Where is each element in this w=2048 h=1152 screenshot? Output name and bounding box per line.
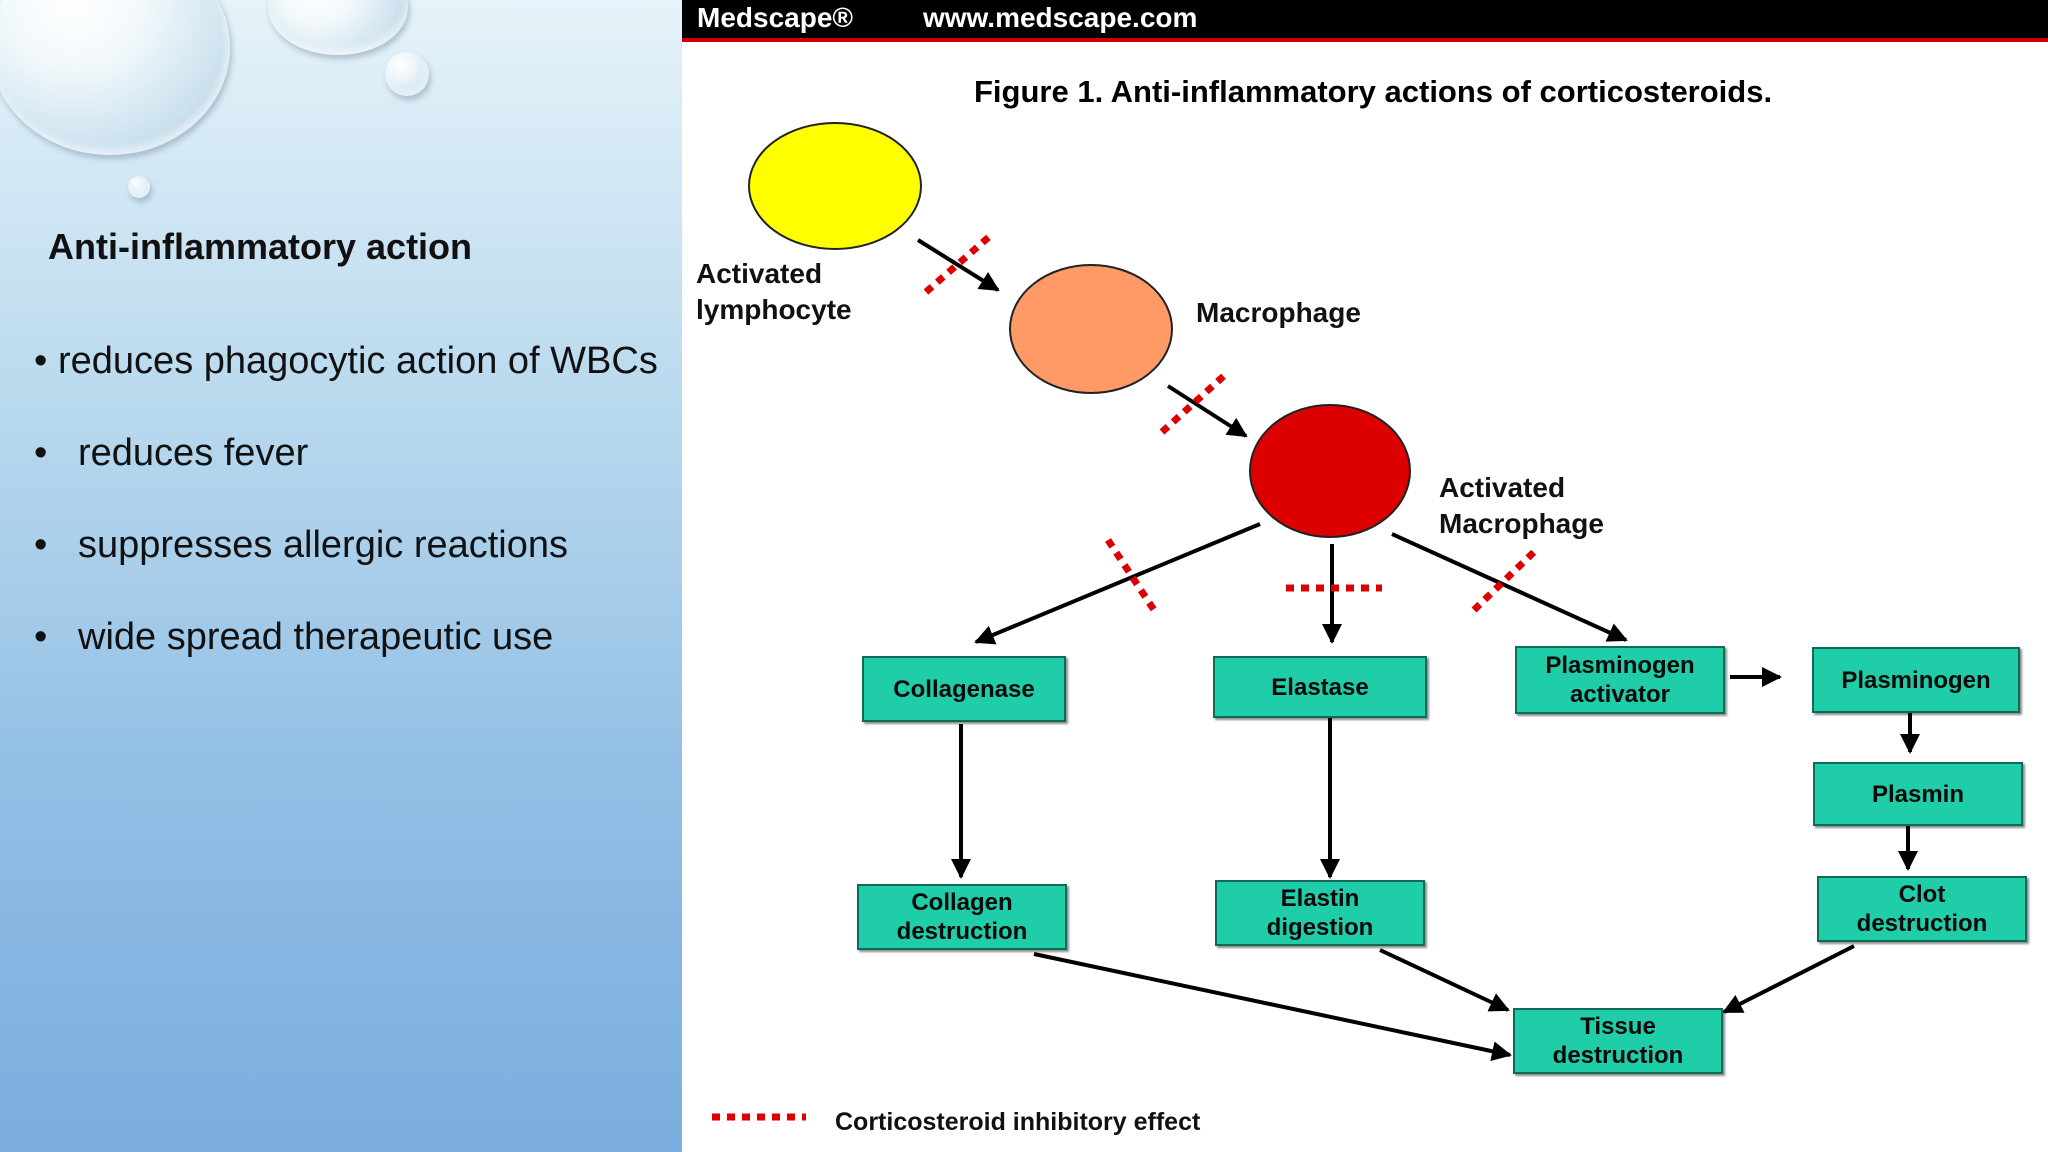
arrow-clot-to-tissue [1722, 944, 1855, 1014]
tissue-destruction-box: Tissue destruction [1513, 1008, 1723, 1074]
arrow-lymphocyte-to-macrophage [916, 238, 1000, 292]
slide-heading: Anti-inflammatory action [48, 226, 473, 267]
activated-macrophage-label: Activated Macrophage [1439, 472, 1604, 539]
macrophage-cell [1009, 264, 1173, 394]
water-drop-decoration [268, 0, 408, 55]
medscape-header-bar: Medscape® www.medscape.com [682, 0, 2048, 42]
arrow-collagen-to-tissue [1033, 952, 1512, 1062]
water-drop-decoration [0, 0, 230, 155]
arrow-to-collagenase [974, 522, 1261, 645]
figure-panel: Medscape® www.medscape.com Figure 1. Ant… [682, 0, 2048, 1152]
macrophage-label: Macrophage [1196, 297, 1361, 328]
corticosteroid-pathway-diagram [712, 122, 1920, 1121]
elastin-digestion-box: Elastin digestion [1215, 880, 1425, 946]
activated-lymphocyte-cell [748, 122, 922, 250]
arrow-elastin-to-tissue [1379, 948, 1510, 1012]
medscape-brand: Medscape® [697, 2, 854, 33]
bullet-item: •wide spread therapeutic use [34, 616, 554, 658]
clot-destruction-box: Clot destruction [1817, 876, 2027, 942]
plasminogen-activator-box: Plasminogen activator [1515, 646, 1725, 714]
elastase-box: Elastase [1213, 656, 1427, 718]
arrow-to-plasminogen-activator [1391, 532, 1628, 642]
water-drop-decoration [385, 52, 429, 96]
site-url: www.medscape.com [923, 2, 1198, 33]
inhibition-mark [1471, 549, 1537, 613]
figure-title: Figure 1. Anti-inflammatory actions of c… [974, 74, 1773, 109]
collagen-destruction-box: Collagen destruction [857, 884, 1067, 950]
bullet-item: •suppresses allergic reactions [34, 524, 569, 566]
legend-label: Corticosteroid inhibitory effect [835, 1108, 1201, 1136]
plasmin-box: Plasmin [1813, 762, 2023, 826]
bullet-item: •reduces phagocytic action of WBCs [34, 340, 658, 382]
inhibition-mark [1105, 538, 1157, 612]
slide-text-panel: Anti-inflammatory action •reduces phagoc… [0, 0, 682, 1152]
bullet-item: •reduces fever [34, 432, 309, 474]
plasminogen-box: Plasminogen [1812, 647, 2020, 713]
activated-macrophage-cell [1249, 404, 1411, 538]
activated-lymphocyte-label: Activated lymphocyte [696, 258, 852, 325]
collagenase-box: Collagenase [862, 656, 1066, 722]
water-drop-decoration [128, 176, 150, 198]
arrow-macrophage-to-activated [1166, 384, 1248, 438]
